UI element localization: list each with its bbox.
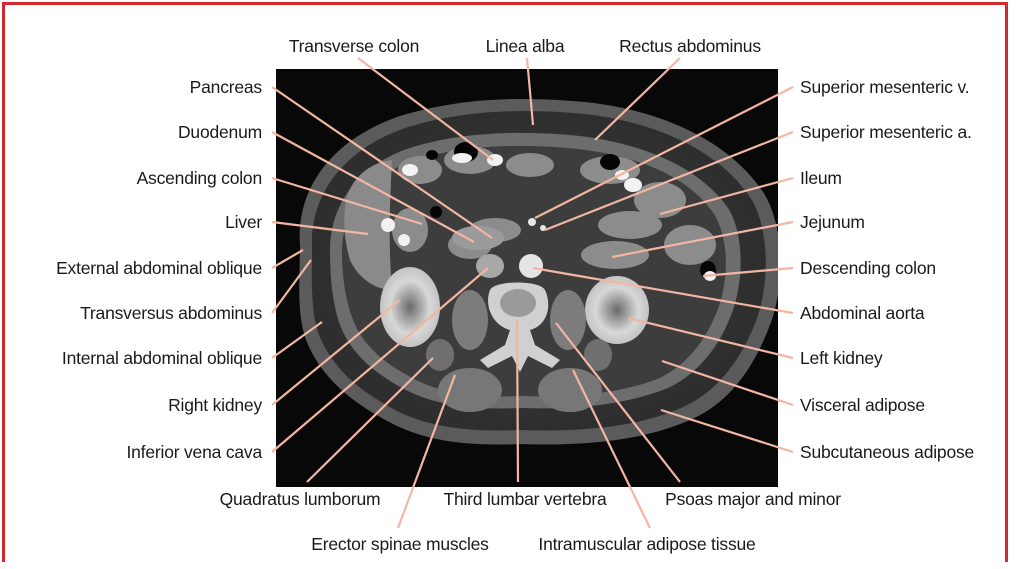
label-quadratus-lumborum: Quadratus lumborum xyxy=(220,489,381,509)
label-external-abdominal-oblique: External abdominal oblique xyxy=(56,258,262,278)
psoas-right-shape xyxy=(452,290,488,350)
psoas-left-shape xyxy=(550,290,586,350)
label-left-kidney: Left kidney xyxy=(800,348,882,368)
label-jejunum: Jejunum xyxy=(800,212,865,232)
vertebral-body xyxy=(500,289,536,317)
label-visceral-adipose: Visceral adipose xyxy=(800,395,925,415)
label-third-lumbar-vertebra: Third lumbar vertebra xyxy=(443,489,606,509)
label-right-kidney: Right kidney xyxy=(168,395,262,415)
label-psoas-major-and-minor: Psoas major and minor xyxy=(665,489,841,509)
smv-shape xyxy=(528,218,536,226)
label-liver: Liver xyxy=(225,212,262,232)
label-descending-colon: Descending colon xyxy=(800,258,936,278)
label-rectus-abdominus: Rectus abdominus xyxy=(619,36,761,56)
label-erector-spinae-muscles: Erector spinae muscles xyxy=(311,534,488,554)
label-intramuscular-adipose-tissue: Intramuscular adipose tissue xyxy=(538,534,755,554)
label-superior-mesenteric-v: Superior mesenteric v. xyxy=(800,77,969,97)
label-pancreas: Pancreas xyxy=(190,77,262,97)
quadratus-left-shape xyxy=(584,339,612,371)
label-transversus-abdominus: Transversus abdominus xyxy=(80,303,262,323)
label-abdominal-aorta: Abdominal aorta xyxy=(800,303,924,323)
label-superior-mesenteric-a: Superior mesenteric a. xyxy=(800,122,972,142)
label-linea-alba: Linea alba xyxy=(486,36,565,56)
label-subcutaneous-adipose: Subcutaneous adipose xyxy=(800,442,974,462)
label-transverse-colon: Transverse colon xyxy=(289,36,419,56)
label-internal-abdominal-oblique: Internal abdominal oblique xyxy=(62,348,262,368)
aorta-shape xyxy=(519,254,543,278)
quadratus-shape xyxy=(426,339,454,371)
label-duodenum: Duodenum xyxy=(178,122,262,142)
label-ileum: Ileum xyxy=(800,168,842,188)
label-ascending-colon: Ascending colon xyxy=(137,168,262,188)
label-inferior-vena-cava: Inferior vena cava xyxy=(126,442,262,462)
